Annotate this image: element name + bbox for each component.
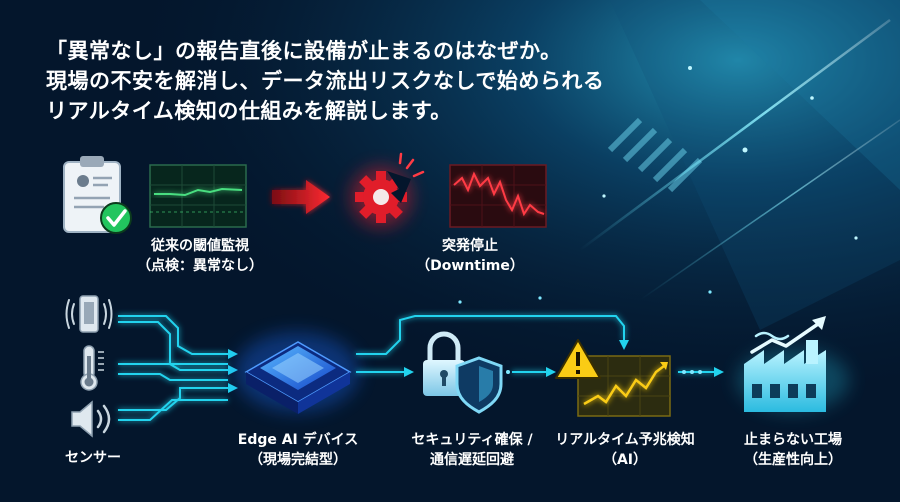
vibration-sensor-icon (65, 295, 113, 333)
factory-line-1: 止まらない工場 (744, 432, 842, 448)
factory-caption: 止まらない工場 （生産性向上） (718, 430, 868, 470)
conventional-monitoring-line-2: （点検：異常なし） (137, 258, 263, 274)
broken-gear-alert-icon (351, 152, 425, 227)
sensors-caption: センサー (48, 448, 138, 468)
edge-ai-line-1: Edge AI デバイス (237, 432, 359, 448)
downtime-line-2: （Downtime） (416, 258, 524, 274)
headline-line-2: 現場の不安を解消し、データ流出リスクなしで始められる (46, 69, 605, 93)
stable-signal-monitor-icon (149, 164, 247, 228)
erratic-signal-monitor-icon (449, 164, 547, 228)
headline: 「異常なし」の報告直後に設備が止まるのはなぜか。 現場の不安を解消し、データ流出… (46, 36, 604, 126)
prediction-chart-icon (577, 355, 671, 417)
edge-ai-chip-icon (235, 332, 359, 414)
thermometer-icon (80, 345, 104, 391)
factory-growth-icon (737, 316, 849, 412)
downtime-line-1: 突発停止 (442, 238, 498, 254)
prediction-caption: リアルタイム予兆検知 （AI） (540, 430, 710, 470)
security-line-2: 通信遅延回避 (430, 452, 514, 468)
edge-ai-caption: Edge AI デバイス （現場完結型） (218, 430, 378, 470)
factory-line-2: （生産性向上） (744, 452, 842, 468)
speaker-icon (71, 400, 111, 438)
edge-ai-line-2: （現場完結型） (249, 452, 347, 468)
shield-icon (455, 356, 503, 414)
headline-line-3: リアルタイム検知の仕組みを解説します。 (46, 99, 452, 123)
conventional-monitoring-line-1: 従来の閾値監視 (151, 238, 249, 254)
prediction-line-2: （AI） (602, 452, 648, 468)
downtime-caption: 突発停止 （Downtime） (400, 236, 540, 276)
sensor-arrowheads (228, 349, 238, 393)
padlock-icon (423, 331, 465, 396)
sensors-label: センサー (65, 450, 121, 466)
clipboard-check-icon (63, 156, 132, 234)
prediction-line-1: リアルタイム予兆検知 (555, 432, 695, 448)
edge-output-arrowheads (404, 340, 724, 377)
red-arrow-icon (272, 180, 330, 214)
security-caption: セキュリティ確保 / 通信遅延回避 (392, 430, 552, 470)
warning-icon (555, 339, 601, 379)
conventional-monitoring-caption: 従来の閾値監視 （点検：異常なし） (120, 236, 280, 276)
sensor-connection-lines (118, 315, 228, 421)
security-line-1: セキュリティ確保 / (411, 432, 533, 448)
headline-line-1: 「異常なし」の報告直後に設備が止まるのはなぜか。 (46, 39, 562, 63)
